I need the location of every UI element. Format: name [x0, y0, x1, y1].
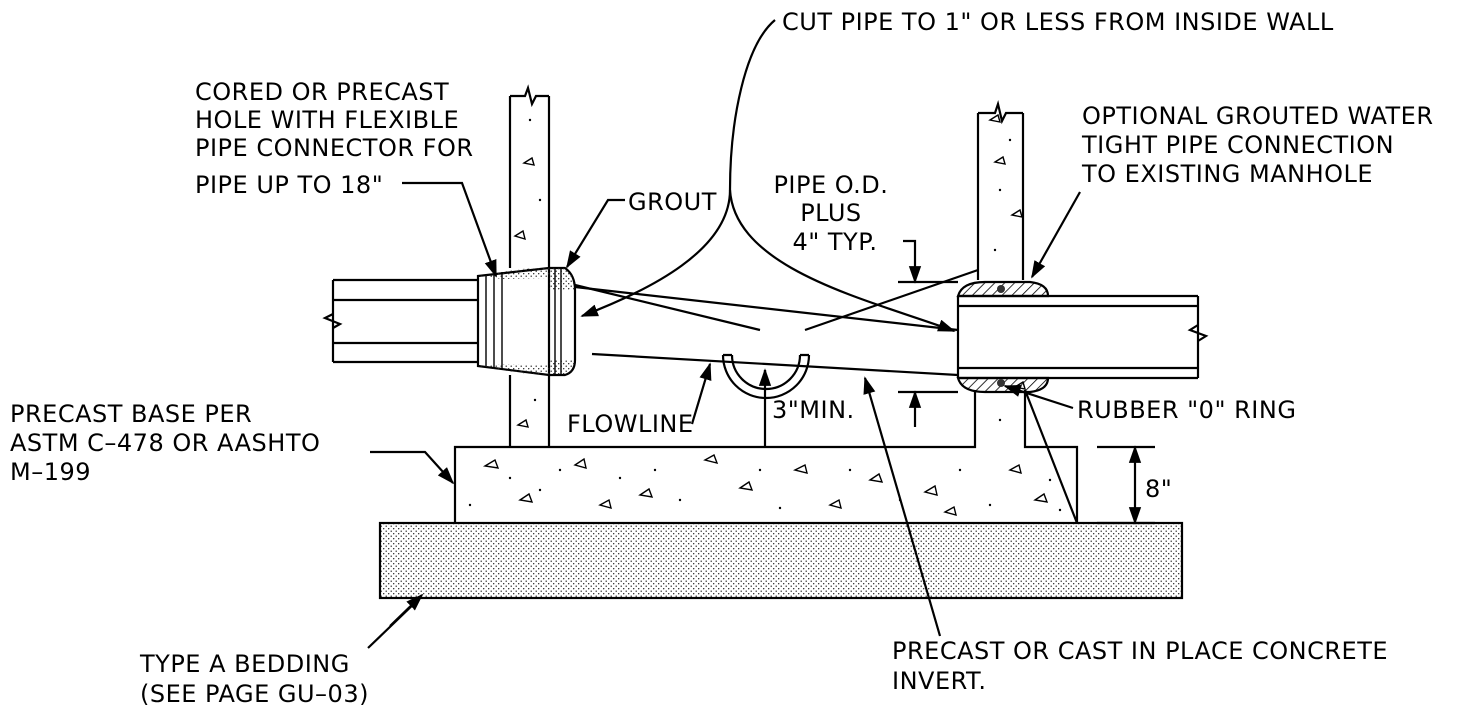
- concrete-stipple: [468, 118, 1062, 512]
- leader-optional-grouted: [1031, 191, 1081, 279]
- pipe-crown-line-left: [574, 285, 959, 332]
- right-wall-break: [978, 99, 1023, 125]
- type-a-bedding: [378, 521, 1184, 600]
- precast-base: [453, 389, 1079, 524]
- label-optional-grouted: OPTIONAL GROUTED WATER TIGHT PIPE CONNEC…: [1081, 102, 1442, 188]
- rubber-o-ring-top: [997, 285, 1005, 293]
- label-invert: PRECAST OR CAST IN PLACE CONCRETE INVERT…: [892, 637, 1396, 695]
- label-precast-base: PRECAST BASE PER ASTM C–478 OR AASHTO M–…: [10, 400, 329, 486]
- left-manhole-wall: [508, 96, 551, 447]
- label-rubber-ring: RUBBER "0" RING: [1077, 396, 1296, 424]
- label-flowline: FLOWLINE: [567, 410, 694, 438]
- label-grout: GROUT: [628, 188, 717, 216]
- label-cored-hole: CORED OR PRECAST HOLE WITH FLEXIBLE PIPE…: [195, 78, 482, 199]
- rubber-o-ring-bottom: [997, 379, 1005, 387]
- right-pipe: [956, 294, 1200, 380]
- concrete-aggregate: [482, 113, 1049, 516]
- right-manhole-wall: [976, 113, 1025, 280]
- label-cut-pipe: CUT PIPE TO 1" OR LESS FROM INSIDE WALL: [782, 8, 1334, 36]
- pipe-crown-line-right: [804, 268, 979, 332]
- leader-precast-base: [370, 450, 455, 485]
- base-height-dimension: [1097, 445, 1155, 525]
- leader-invert: [863, 376, 942, 637]
- leader-grout: [566, 198, 625, 269]
- leader-cut-pipe: [580, 19, 776, 318]
- right-pipe-break: [1187, 324, 1209, 342]
- leader-rubber-ring: [1003, 384, 1074, 410]
- label-8-inch: 8": [1145, 475, 1172, 503]
- flowline-slope: [591, 352, 959, 377]
- left-pipe-break: [322, 313, 343, 329]
- flexible-pipe-connector: [476, 266, 551, 377]
- left-pipe: [331, 278, 478, 364]
- leader-cored-hole: [402, 181, 498, 278]
- label-3-min: 3"MIN.: [772, 396, 855, 424]
- label-pipe-od: PIPE O.D. PLUS 4" TYP.: [773, 171, 896, 256]
- leader-flowline: [690, 362, 712, 425]
- label-bedding: TYPE A BEDDING (SEE PAGE GU–03): [139, 650, 369, 708]
- left-wall-break: [510, 84, 549, 108]
